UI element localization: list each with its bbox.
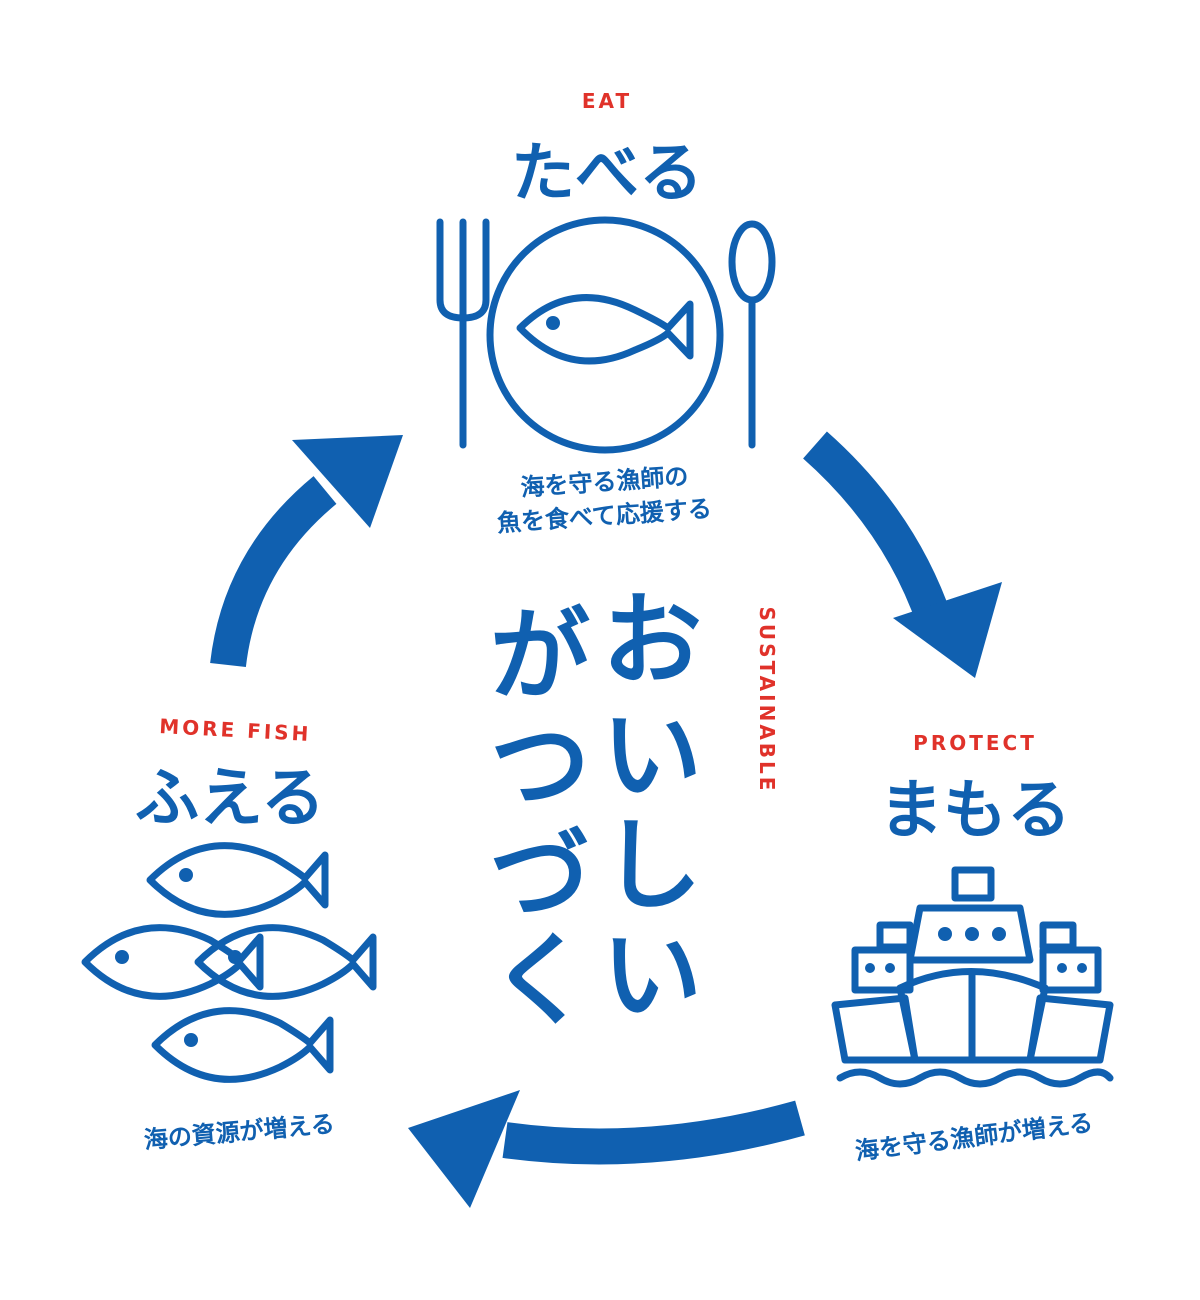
plate-fish-fork-spoon-icon bbox=[436, 216, 776, 454]
center-char: つ bbox=[490, 707, 590, 824]
eat-title: たべる bbox=[511, 137, 703, 211]
center-char: お bbox=[602, 582, 702, 699]
arrow-protect-to-more-fish bbox=[408, 1090, 805, 1208]
center-char: い bbox=[602, 697, 702, 814]
eat-label: EAT bbox=[582, 89, 632, 113]
center-column-right: お い し い bbox=[602, 582, 702, 1034]
more-fish-title: ふえる bbox=[135, 762, 325, 836]
more-fish-label: MORE FISH bbox=[159, 714, 312, 746]
fishing-boats-icon bbox=[831, 866, 1114, 1088]
eat-section: EAT たべる 海を守る漁師の 魚を食べて応援する bbox=[436, 89, 776, 537]
more-fish-caption: 海の資源が増える bbox=[143, 1110, 336, 1155]
center-column-left: が つ づ く bbox=[490, 597, 590, 1039]
cycle-arrows bbox=[210, 431, 1002, 1208]
center-char: が bbox=[490, 597, 590, 714]
sustainable-label: SUSTAINABLE bbox=[755, 607, 779, 794]
center-section: SUSTAINABLE お い し い が つ づ く bbox=[490, 582, 779, 1039]
protect-label: PROTECT bbox=[913, 731, 1037, 755]
arrow-eat-to-protect bbox=[803, 431, 1002, 678]
protect-caption: 海を守る漁師が増える bbox=[854, 1109, 1095, 1166]
arrow-more-fish-to-eat bbox=[210, 435, 403, 668]
school-of-fish-icon bbox=[81, 842, 377, 1083]
eat-caption-line1: 海を守る漁師の bbox=[520, 462, 690, 502]
center-char: い bbox=[602, 917, 702, 1034]
center-char: し bbox=[602, 807, 702, 924]
center-char: く bbox=[490, 922, 590, 1039]
protect-section: PROTECT まもる bbox=[831, 731, 1114, 1166]
protect-title: まもる bbox=[879, 774, 1071, 848]
more-fish-section: MORE FISH ふえる 海の資源が増える bbox=[81, 714, 377, 1155]
center-char: づ bbox=[490, 817, 590, 934]
